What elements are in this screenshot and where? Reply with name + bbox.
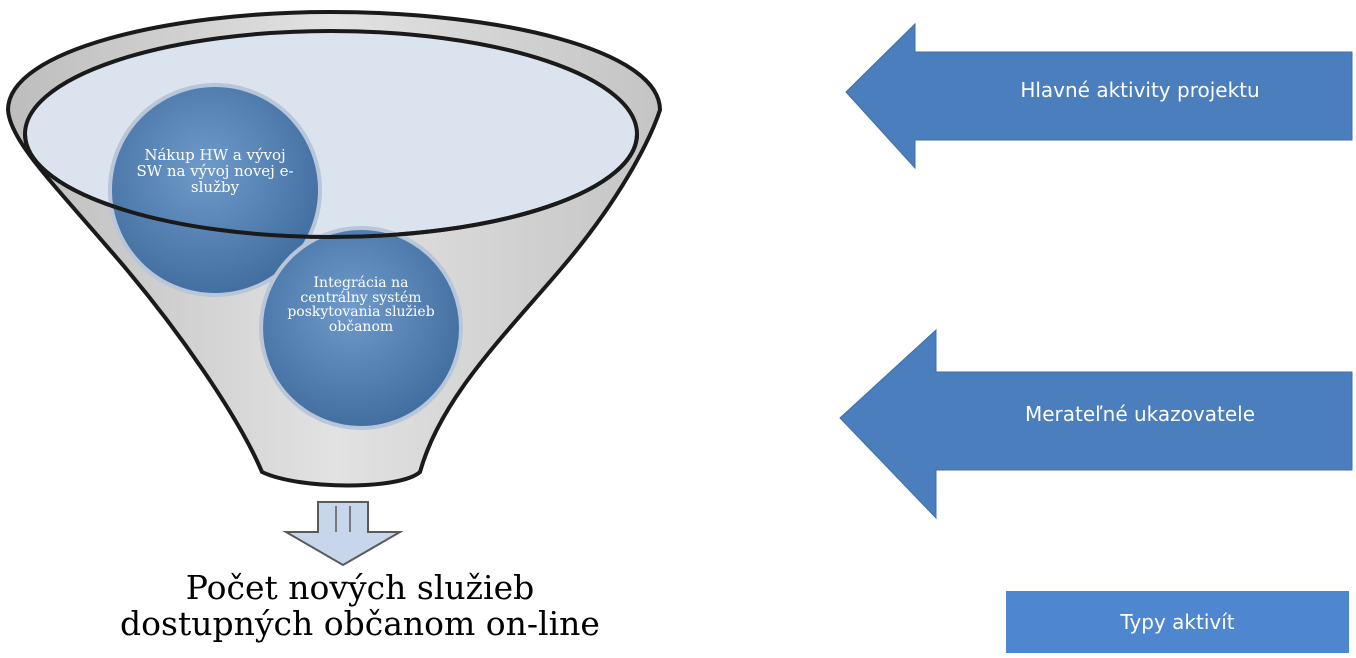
result-text-line-2: dostupných občanom on-line [120,604,600,644]
left-arrow-icon [839,328,1353,520]
funnel-rim-front [23,133,639,239]
activity-circle-1 [108,83,322,297]
result-text-line-1: Počet nových služieb [185,568,535,607]
activity-circle-2 [259,226,463,430]
legend-label: Typy aktivít [1120,610,1235,634]
result-text: Počet nových služieb dostupných občanom … [40,568,680,644]
arrow-label-indicators: Merateľné ukazovatele [1024,402,1256,426]
legend-box: Typy aktivít [1006,591,1349,653]
arrow-label-main-activities: Hlavné aktivity projektu [1020,78,1260,102]
activity-circle-1-label: Nákup HW a vývoj SW na vývoj novej e-slu… [136,146,294,196]
left-arrow-icon [845,22,1353,170]
down-arrow-icon [282,501,404,567]
activity-circle-2-label: Integrácia na centrálny systém poskytova… [287,275,435,336]
